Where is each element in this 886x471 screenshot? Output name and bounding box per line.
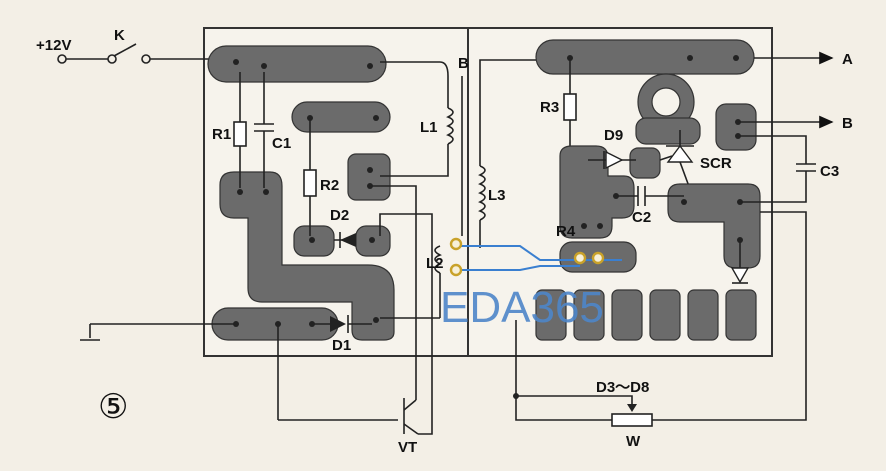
label-w: W — [626, 433, 641, 450]
watermark: EDA365 — [440, 283, 604, 332]
label-out-a: A — [842, 51, 853, 68]
capacitor-c1 — [254, 72, 274, 188]
label-r2: R2 — [320, 177, 339, 194]
diode-bridge-d3-d8 — [535, 240, 757, 341]
pad-supply-rail — [207, 45, 387, 83]
pad-output-a-rail — [535, 39, 755, 75]
toroid-coil — [635, 73, 701, 145]
label-supply: +12V — [36, 37, 71, 54]
label-c2: C2 — [632, 209, 651, 226]
label-r4: R4 — [556, 223, 576, 240]
label-l1: L1 — [420, 119, 438, 136]
inductor-l3 — [478, 59, 540, 248]
label-d9: D9 — [604, 127, 623, 144]
pad-vt-base — [347, 153, 391, 201]
ground-symbol — [80, 323, 236, 341]
label-d2: D2 — [330, 207, 349, 224]
pad-output-b — [715, 103, 757, 151]
label-d1: D1 — [332, 337, 351, 354]
pad-r3-d9 — [559, 145, 635, 239]
inductor-l1 — [380, 61, 454, 177]
label-c3: C3 — [820, 163, 839, 180]
label-r1: R1 — [212, 126, 231, 143]
label-vt: VT — [398, 439, 417, 456]
pad-r2-top — [291, 101, 391, 133]
resistor-r3 — [563, 58, 577, 150]
figure-number: ⑤ — [98, 387, 128, 427]
label-out-b: B — [842, 115, 853, 132]
highlighted-traces — [449, 237, 622, 277]
potentiometer-w — [513, 211, 807, 427]
pad-d9-right — [629, 147, 661, 179]
diode-d1 — [312, 315, 372, 333]
label-l3: L3 — [488, 187, 506, 204]
inductor-l2 — [380, 245, 442, 319]
transistor-vt — [277, 185, 433, 435]
switch-k — [57, 43, 212, 64]
diode-d9 — [588, 150, 636, 170]
pad-scr-cathode — [667, 183, 761, 269]
label-scr: SCR — [700, 155, 732, 172]
label-r3: R3 — [540, 99, 559, 116]
label-switch: K — [114, 27, 125, 44]
diode-d2 — [334, 232, 356, 248]
label-c1: C1 — [272, 135, 291, 152]
resistor-r2 — [303, 118, 317, 236]
capacitor-c2 — [616, 186, 684, 206]
label-l2: L2 — [426, 255, 444, 272]
label-b-top: B — [458, 55, 469, 72]
resistor-r1 — [233, 72, 247, 188]
capacitor-c3 — [738, 135, 816, 203]
label-d3-d8: D3～D8 — [596, 379, 649, 396]
pad-r1-d1 — [219, 171, 395, 341]
